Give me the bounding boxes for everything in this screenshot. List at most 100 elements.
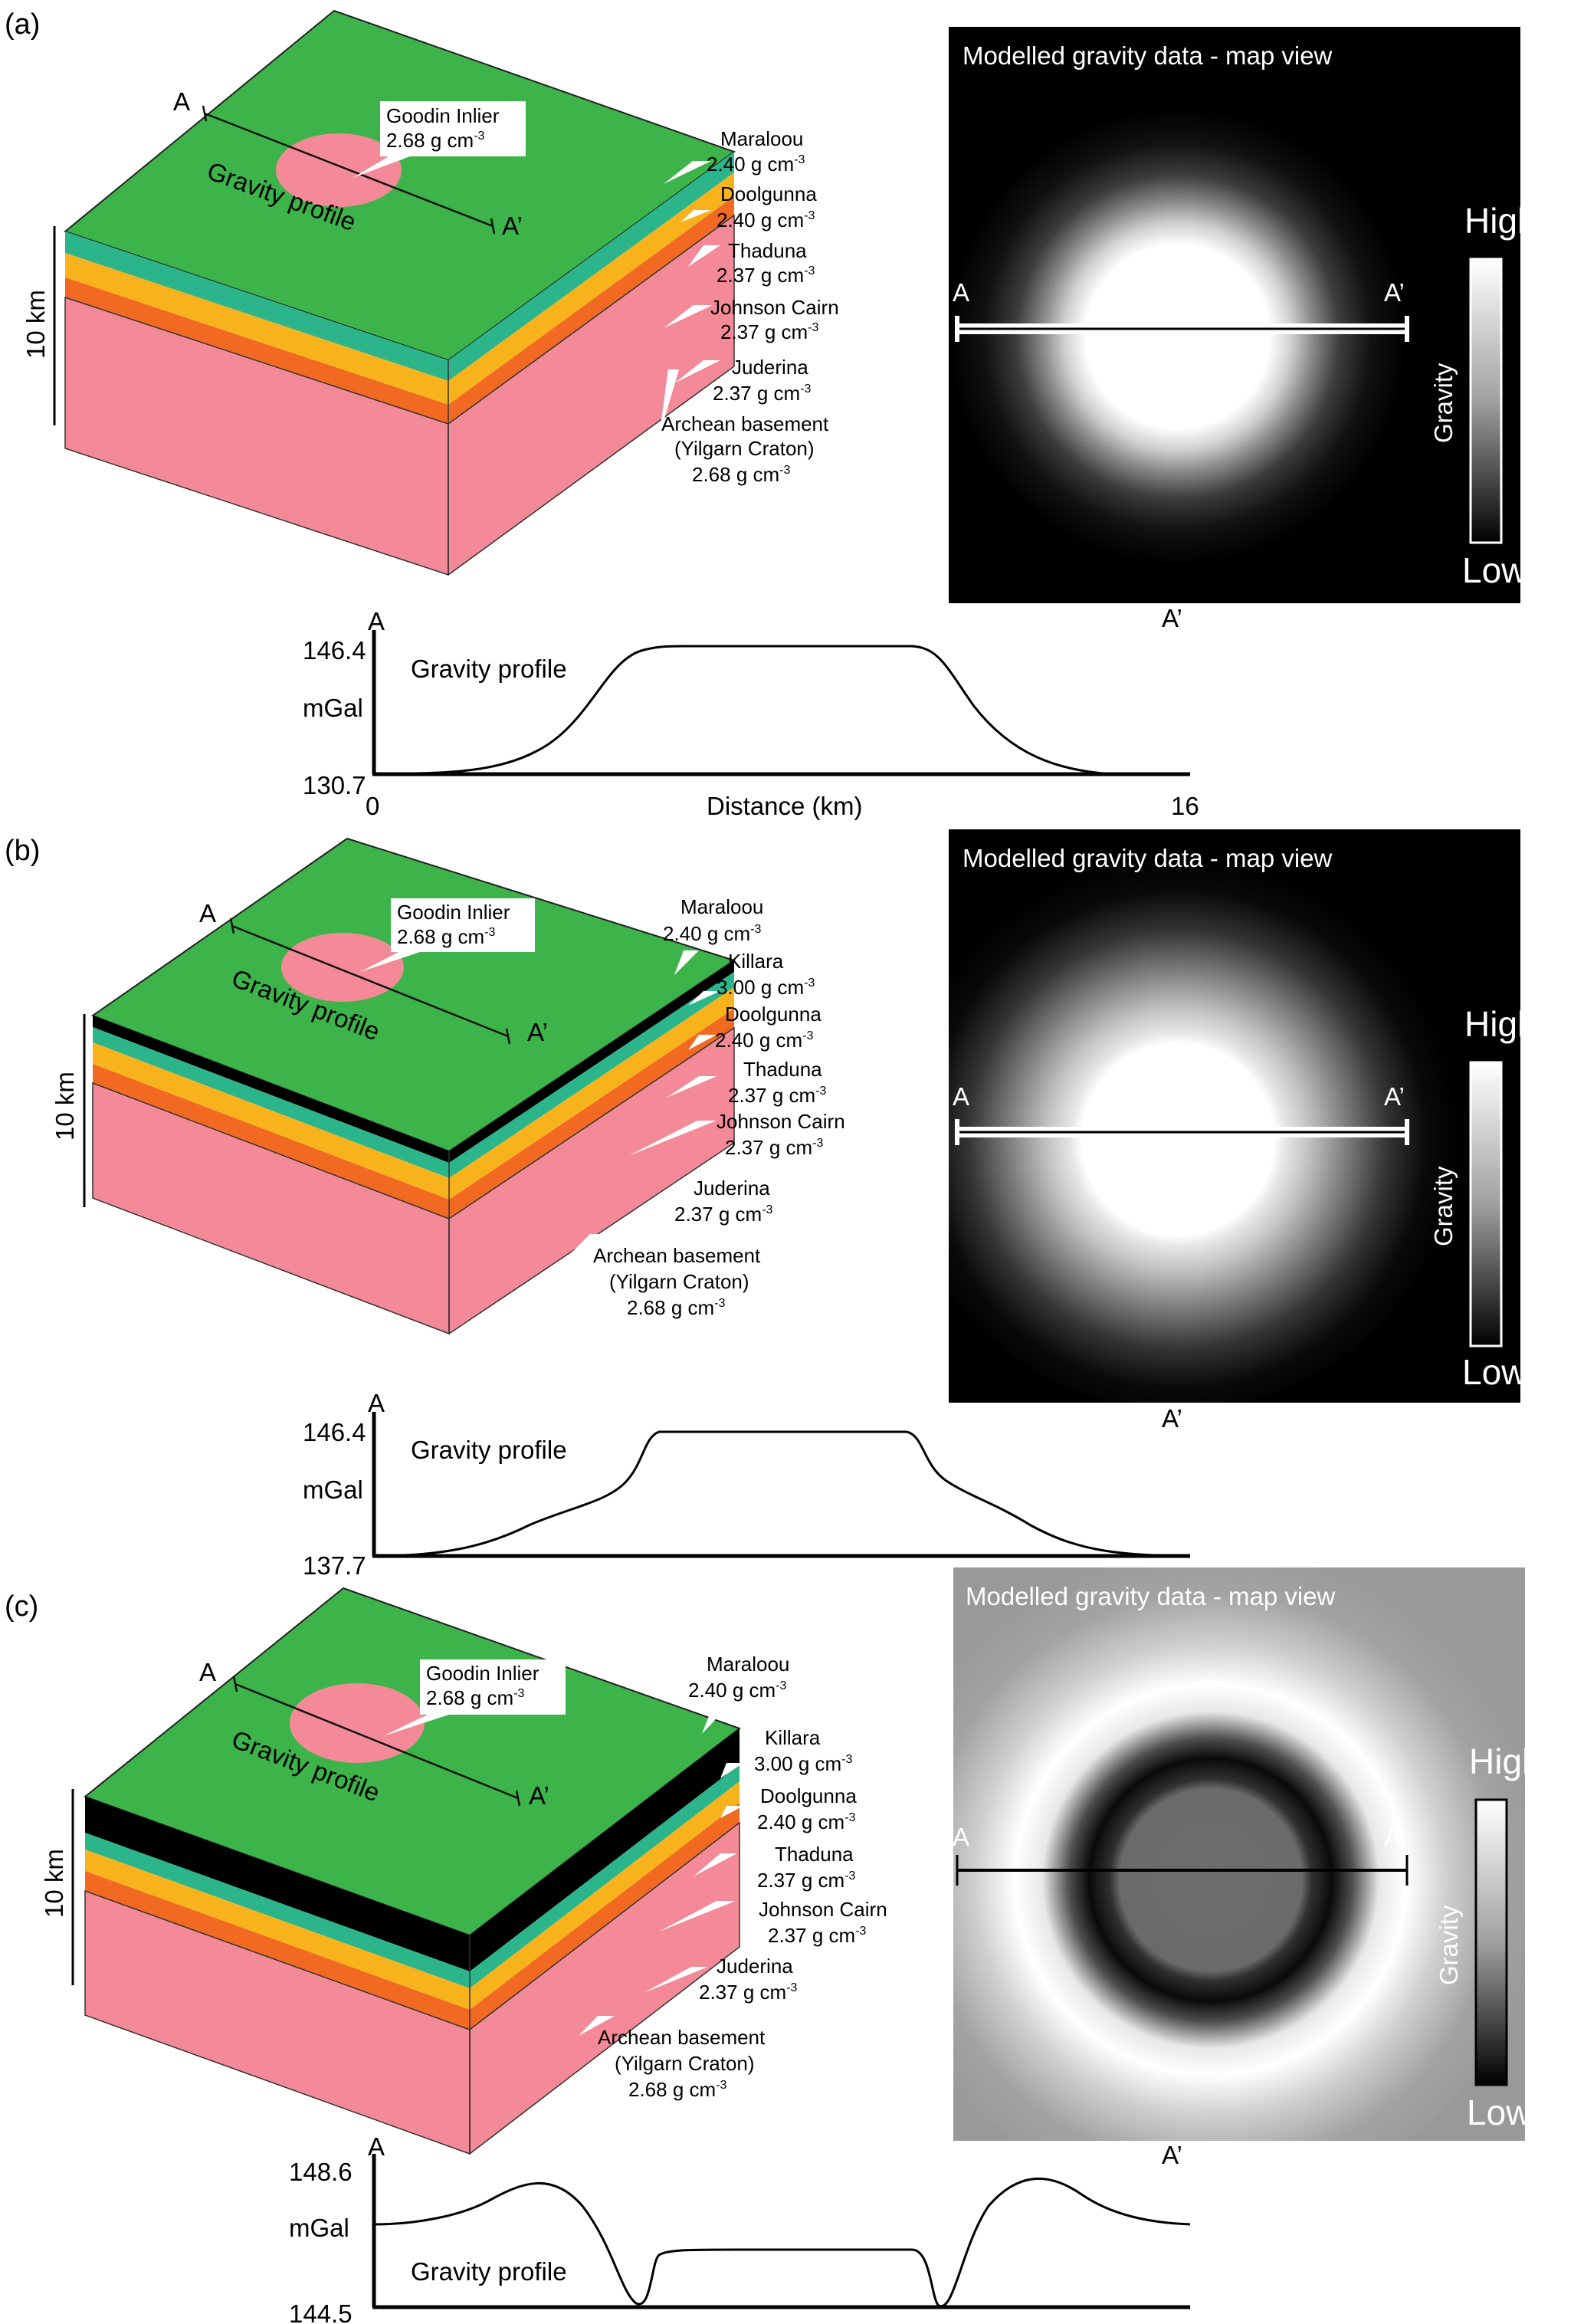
y-unit-label: mGal	[303, 694, 363, 722]
inlier-name: Goodin Inlier	[397, 901, 510, 924]
panel-a: (a) A A’ Gravity profile 10 km G	[5, 8, 1537, 820]
inlier-density: 2.68 g cm-3	[386, 129, 485, 152]
label-thaduna: Thaduna	[775, 1843, 854, 1866]
legend-colorbar	[1469, 258, 1503, 544]
layer-thaduna-left	[93, 1042, 449, 1200]
y-min-label: 137.7	[303, 1551, 366, 1580]
scale-bar-label: 10 km	[40, 1849, 68, 1918]
label-johnson-cairn: Johnson Cairn	[710, 296, 839, 319]
y-min-label: 130.7	[303, 771, 366, 799]
density-maraloou: 2.40 g cm-3	[707, 153, 805, 176]
map-view-a: Modelled gravity data - map view A A’ A’…	[949, 27, 1537, 632]
profile-start-label: A	[199, 1658, 216, 1686]
panel-c: (c) A A’ Gravity profile 10 km	[5, 1567, 1542, 2324]
map-below-label: A’	[1162, 2141, 1182, 2169]
legend-axis-label: Gravity	[1429, 1166, 1458, 1246]
map-line-start: A	[953, 1082, 969, 1111]
profile-curve	[373, 2177, 1191, 2308]
density-thaduna: 2.37 g cm-3	[717, 264, 815, 287]
y-max-label: 146.4	[303, 1418, 366, 1446]
map-title: Modelled gravity data - map view	[963, 844, 1333, 872]
goodin-inlier	[276, 133, 402, 207]
legend-axis-label: Gravity	[1435, 1905, 1463, 1985]
density-basement: 2.68 g cm-3	[628, 2078, 727, 2101]
label-basement-sub: (Yilgarn Craton)	[615, 2052, 755, 2075]
profile-end-label: A’	[502, 212, 523, 240]
density-maraloou: 2.40 g cm-3	[688, 1679, 787, 1702]
profile-start-label: A	[368, 607, 385, 635]
layer-thaduna-left	[85, 1850, 470, 2010]
panel-c-letter: (c)	[5, 1590, 38, 1623]
inlier-label-box	[420, 1659, 566, 1715]
density-killara: 3.00 g cm-3	[717, 976, 815, 999]
label-maraloou: Maraloou	[720, 127, 803, 150]
label-doolgunna: Doolgunna	[725, 1003, 822, 1026]
x-min-label: 0	[366, 792, 379, 820]
layer-doolgunna-left	[85, 1833, 470, 1988]
y-max-label: 146.4	[303, 636, 366, 665]
label-thaduna: Thaduna	[728, 239, 807, 262]
label-doolgunna: Doolgunna	[720, 182, 817, 205]
profile-start-label: A	[199, 899, 216, 927]
label-killara: Killara	[765, 1726, 821, 1749]
legend-axis-label: Gravity	[1429, 363, 1458, 443]
density-doolgunna: 2.40 g cm-3	[757, 1810, 856, 1833]
y-unit-label: mGal	[289, 2214, 349, 2242]
label-basement: Archean basement	[598, 2026, 766, 2049]
profile-start-label: A	[368, 2132, 385, 2161]
profile-start-label: A	[173, 87, 190, 116]
goodin-inlier	[290, 1683, 425, 1763]
label-juderina: Juderina	[717, 1955, 793, 1978]
profile-line	[204, 112, 494, 228]
label-killara: Killara	[728, 950, 784, 973]
density-thaduna: 2.37 g cm-3	[728, 1084, 827, 1107]
legend-colorbar	[1469, 1061, 1503, 1347]
legend-low: Low	[1462, 550, 1527, 590]
density-basement: 2.68 g cm-3	[627, 1296, 726, 1319]
layer-killara-left	[85, 1797, 470, 1971]
map-title: Modelled gravity data - map view	[966, 1582, 1336, 1610]
map-view-b: Modelled gravity data - map view A A’ A’…	[949, 829, 1537, 1433]
profile-end-label: A’	[529, 1781, 549, 1810]
map-line-end: A’	[1384, 1823, 1405, 1851]
layer-juderina-right	[448, 196, 734, 424]
profile-start-label: A	[368, 1389, 385, 1417]
layer-thaduna-right	[448, 172, 734, 405]
inlier-density: 2.68 g cm-3	[426, 1686, 525, 1709]
density-basement: 2.68 g cm-3	[692, 463, 791, 486]
layer-juderina-left	[85, 1871, 470, 2030]
block-diagram-a: A A’ Gravity profile 10 km Goodin Inlier…	[21, 9, 839, 576]
legend-high: High	[1464, 1004, 1537, 1044]
legend-high: High	[1464, 201, 1537, 241]
y-max-label: 148.6	[289, 2158, 353, 2186]
layer-juderina-left	[65, 277, 448, 424]
panel-b-letter: (b)	[5, 835, 40, 867]
density-doolgunna: 2.40 g cm-3	[717, 208, 815, 231]
density-maraloou: 2.40 g cm-3	[663, 922, 762, 945]
inlier-label-box	[391, 898, 535, 952]
layer-killara-right	[470, 1728, 740, 1971]
profile-curve	[373, 645, 1190, 776]
profile-title: Gravity profile	[411, 2257, 567, 2286]
density-doolgunna: 2.40 g cm-3	[715, 1029, 814, 1052]
profile-chart-b: A Gravity profile 146.4 mGal 137.7	[303, 1389, 1191, 1580]
label-johnson-cairn: Johnson Cairn	[759, 1898, 887, 1921]
density-johnson-cairn: 2.37 g cm-3	[768, 1924, 867, 1947]
density-johnson-cairn: 2.37 g cm-3	[720, 320, 819, 343]
block-diagram-b: A A’ Gravity profile 10 km Goodin Inlier…	[51, 837, 845, 1335]
inlier-label-box	[380, 101, 526, 156]
map-below-label: A’	[1162, 1404, 1182, 1433]
density-thaduna: 2.37 g cm-3	[757, 1869, 856, 1892]
map-view-c: Modelled gravity data - map view A A’ A’…	[953, 1567, 1542, 2169]
label-maraloou: Maraloou	[680, 895, 763, 918]
layer-thaduna-left	[65, 253, 448, 405]
label-basement: Archean basement	[661, 412, 829, 435]
layer-juderina-right	[449, 1009, 734, 1219]
layer-doolgunna-right	[449, 972, 734, 1178]
map-line-start: A	[953, 1823, 969, 1851]
label-thaduna: Thaduna	[743, 1058, 822, 1081]
label-doolgunna: Doolgunna	[760, 1784, 857, 1807]
profile-line	[231, 924, 509, 1038]
map-line-end: A’	[1384, 1082, 1405, 1111]
